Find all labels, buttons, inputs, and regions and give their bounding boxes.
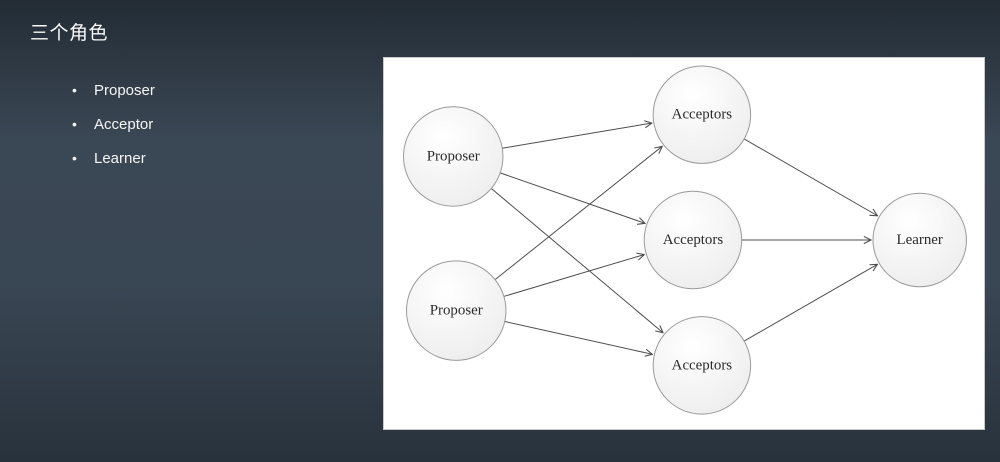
bullet-list: • Proposer • Acceptor • Learner	[72, 82, 155, 184]
node-circle	[872, 192, 967, 288]
node-circle	[403, 106, 504, 207]
node-circle	[652, 65, 752, 164]
node-label: Acceptors	[663, 232, 724, 248]
bullet-item: • Proposer	[72, 82, 155, 99]
bullet-dot: •	[72, 82, 77, 98]
node-circle	[652, 316, 752, 415]
diagram-edge-p2-a2	[503, 255, 644, 297]
diagram-node-acceptors: Acceptors	[652, 316, 752, 415]
node-label: Acceptors	[672, 357, 733, 373]
diagram-node-proposer: Proposer	[405, 260, 507, 361]
diagram-node-acceptors: Acceptors	[643, 190, 743, 290]
bullet-item: • Learner	[72, 150, 155, 167]
node-label: Acceptors	[672, 107, 733, 123]
node-label: Proposer	[427, 148, 480, 164]
bullet-dot: •	[72, 116, 77, 132]
paxos-diagram: ProposerProposerAcceptorsAcceptorsAccept…	[403, 65, 967, 415]
bullet-label-learner: Learner	[94, 150, 146, 167]
diagram-node-learner: Learner	[872, 192, 967, 288]
diagram-edge-a1-l1	[743, 138, 877, 216]
node-label: Learner	[897, 232, 943, 248]
bullet-label-acceptor: Acceptor	[94, 116, 154, 133]
diagram-edge-p2-a1	[494, 146, 662, 280]
bullet-item: • Acceptor	[72, 116, 155, 133]
diagram-node-proposer: Proposer	[403, 106, 504, 207]
diagram-edge-p1-a3	[491, 188, 663, 332]
bullet-dot: •	[72, 150, 77, 166]
node-circle	[405, 260, 507, 361]
diagram-edge-p1-a1	[502, 123, 652, 149]
diagram-edge-p1-a2	[500, 172, 645, 223]
node-label: Proposer	[430, 303, 483, 319]
diagram-node-acceptors: Acceptors	[652, 65, 752, 164]
diagram-edge-a3-l1	[743, 264, 877, 342]
slide-title: 三个角色	[30, 23, 109, 44]
node-circle	[643, 190, 743, 290]
diagram-edge-p2-a3	[504, 320, 653, 354]
bullet-label-proposer: Proposer	[94, 82, 155, 99]
